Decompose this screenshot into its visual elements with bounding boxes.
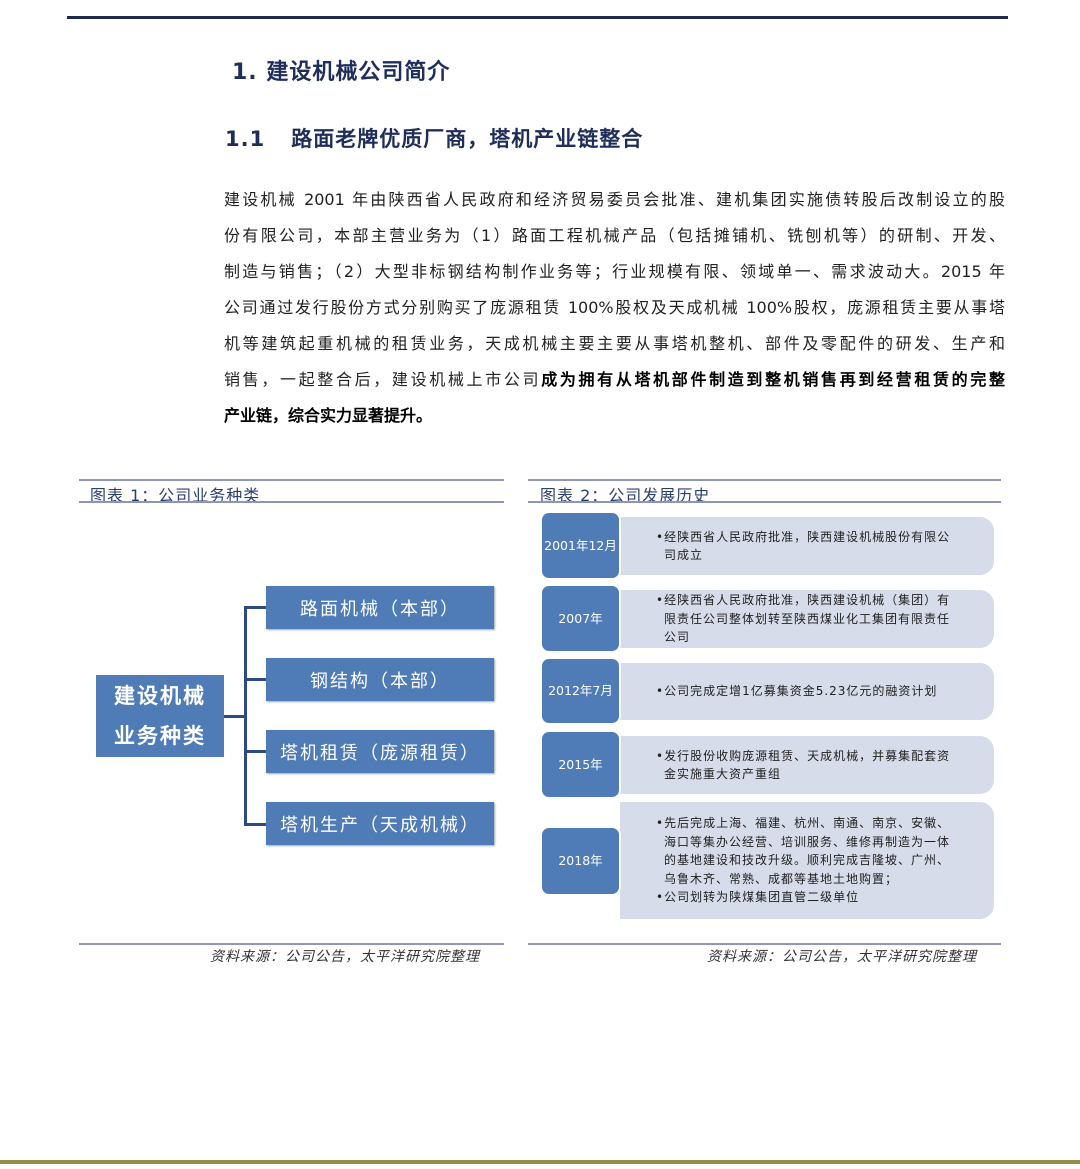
figure2-bottom-rule — [528, 943, 1001, 945]
event-item: •经陕西省人民政府批准，陕西建设机械股份有限公司成立 — [656, 529, 951, 563]
figure1-top-rule — [79, 479, 504, 481]
body-paragraph: 建设机械 2001 年由陕西省人民政府和经济贸易委员会批准、建机集团实施债转股后… — [224, 186, 1005, 438]
paragraph-emphasis: 成为拥有从塔机部件制造到整机销售再到经营租赁的完整 — [541, 370, 1005, 389]
paragraph-line: 机等建筑起重机械的租赁业务，天成机械主要主要从事塔机整机、部件及零配件的研发、生… — [224, 334, 1005, 353]
figure1-bottom-rule — [79, 943, 504, 945]
paragraph-line: 建设机械 2001 年由陕西省人民政府和经济贸易委员会批准、建机集团实施债转股后… — [224, 190, 1005, 209]
connector-line — [244, 606, 266, 609]
root-label: 建设机械 — [114, 684, 206, 708]
section-heading: 1. 建设机械公司简介 — [232, 60, 451, 85]
subsection-heading: 1.1 路面老牌优质厂商，塔机产业链整合 — [225, 123, 643, 153]
business-category-box: 钢结构（本部） — [266, 658, 494, 701]
bracket-line — [244, 606, 247, 826]
timeline-date: 2012年7月 — [542, 659, 619, 723]
business-category-box: 塔机租赁（庞源租赁） — [266, 730, 494, 773]
business-root-box: 建设机械业务种类 — [96, 675, 224, 757]
business-category-box: 路面机械（本部） — [266, 586, 494, 629]
paragraph-emphasis: 产业链，综合实力显著提升。 — [224, 406, 433, 425]
figure1-title: 图表 1：公司业务种类 — [90, 486, 261, 505]
timeline-date: 2015年 — [542, 732, 619, 797]
paragraph-line: 份有限公司，本部主营业务为（1）路面工程机械产品（包括摊铺机、铣刨机等）的研制、… — [224, 226, 1005, 245]
event-item: •发行股份收购庞源租赁、天成机械，并募集配套资金实施重大资产重组 — [656, 748, 951, 782]
figure1-source: 资料来源：公司公告，太平洋研究院整理 — [210, 949, 480, 965]
business-category-box: 塔机生产（天成机械） — [266, 802, 494, 845]
paragraph-line: 制造与销售；（2）大型非标钢结构制作业务等；行业规模有限、领域单一、需求波动大。… — [224, 262, 1005, 281]
timeline-date: 2001年12月 — [542, 513, 619, 578]
timeline-date: 2007年 — [542, 586, 619, 651]
figure2-top-rule — [528, 479, 1001, 481]
event-item: •经陕西省人民政府批准，陕西建设机械（集团）有限责任公司整体划转至陕西煤业化工集… — [656, 593, 951, 645]
timeline-event: •发行股份收购庞源租赁、天成机械，并募集配套资金实施重大资产重组 — [620, 736, 994, 794]
figure2-title-rule — [528, 501, 1001, 503]
connector-line — [244, 823, 266, 826]
timeline-event: •公司完成定增1亿募集资金5.23亿元的融资计划 — [620, 663, 994, 720]
timeline-date: 2018年 — [542, 828, 619, 894]
timeline-event: •经陕西省人民政府批准，陕西建设机械（集团）有限责任公司整体划转至陕西煤业化工集… — [620, 590, 994, 648]
paragraph-text: 销售，一起整合后，建设机械上市公司 — [224, 370, 542, 389]
subsection-number: 1.1 — [225, 127, 266, 151]
event-item: •公司完成定增1亿募集资金5.23亿元的融资计划 — [656, 684, 938, 699]
event-item: •公司划转为陕煤集团直管二级单位 — [656, 890, 860, 905]
subsection-title: 路面老牌优质厂商，塔机产业链整合 — [291, 127, 644, 151]
figure1-title-rule — [79, 501, 504, 503]
timeline-event: •先后完成上海、福建、杭州、南通、南京、安徽、海口等集办公经营、培训服务、维修再… — [620, 802, 994, 919]
paragraph-line: 公司通过发行股份方式分别购买了庞源租赁 100%股权及天成机械 100%股权，庞… — [224, 298, 1005, 317]
event-item: •先后完成上海、福建、杭州、南通、南京、安徽、海口等集办公经营、培训服务、维修再… — [656, 816, 951, 886]
figure2-title: 图表 2：公司发展历史 — [540, 486, 711, 505]
connector-line — [224, 715, 246, 718]
root-label: 业务种类 — [114, 724, 206, 748]
connector-line — [244, 750, 266, 753]
connector-line — [244, 678, 266, 681]
header-rule — [67, 16, 1008, 19]
timeline-event: •经陕西省人民政府批准，陕西建设机械股份有限公司成立 — [620, 517, 994, 575]
paragraph-line: 销售，一起整合后，建设机械上市公司成为拥有从塔机部件制造到整机销售再到经营租赁的… — [224, 366, 1005, 402]
footer-rule — [0, 1160, 1080, 1164]
figure2-source: 资料来源：公司公告，太平洋研究院整理 — [707, 949, 977, 965]
